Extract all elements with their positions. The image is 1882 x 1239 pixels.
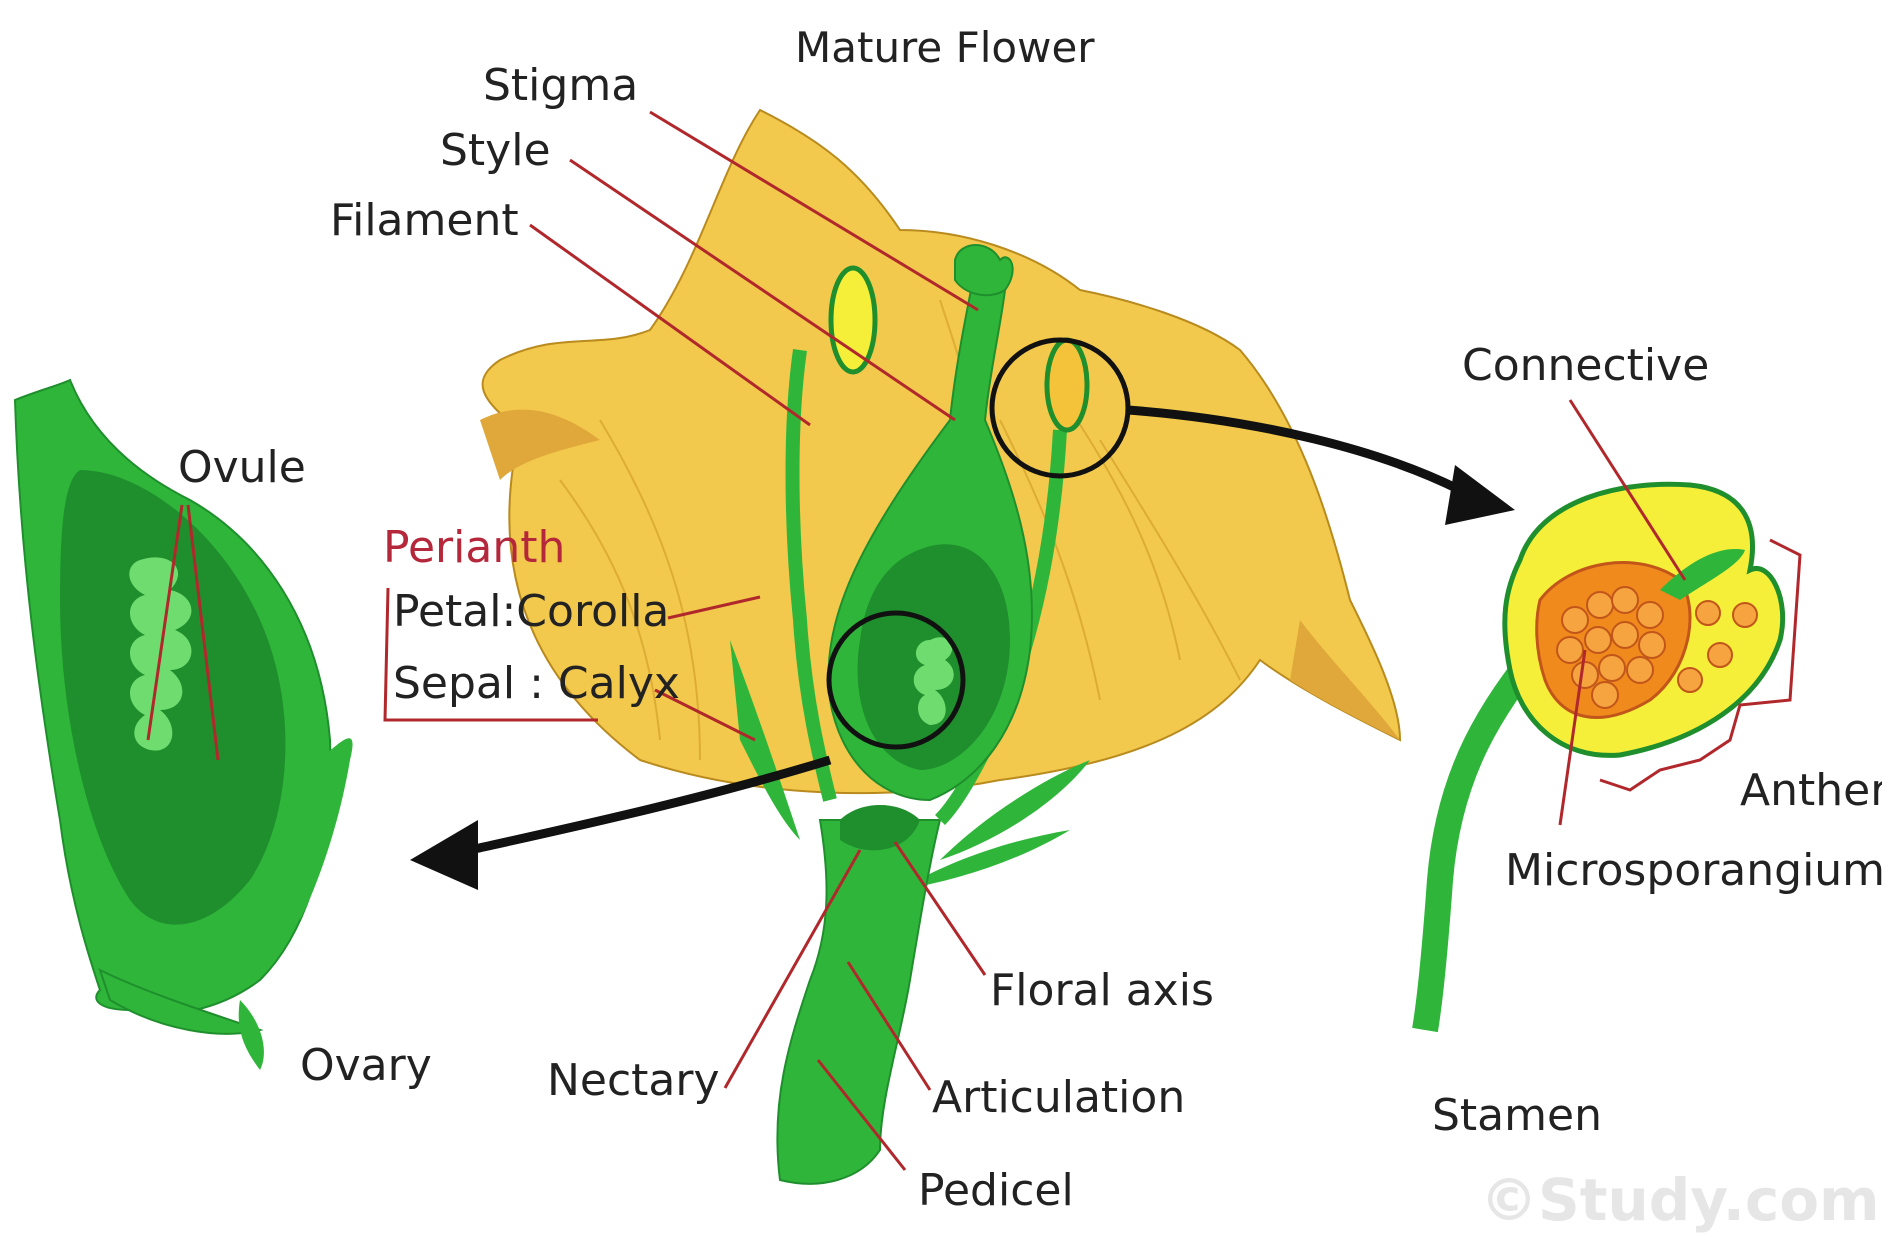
mature-flower-illustration (480, 110, 1400, 1184)
watermark: ©Study.com (1480, 1166, 1880, 1234)
label-filament: Filament (330, 195, 519, 246)
label-stigma: Stigma (483, 60, 638, 111)
label-style: Style (440, 125, 551, 176)
label-microsporangium: Microsporangium (1505, 845, 1882, 896)
label-pedicel: Pedicel (918, 1165, 1074, 1216)
right-anther (1047, 340, 1087, 430)
arrow-to-stamen-head (1445, 465, 1515, 525)
label-sepal-calyx: Sepal : Calyx (393, 658, 680, 709)
label-anther: Anther (1740, 765, 1882, 816)
arrow-to-ovary-head (410, 820, 478, 890)
label-articulation: Articulation (932, 1072, 1185, 1123)
label-nectary: Nectary (547, 1055, 720, 1106)
label-perianth: Perianth (383, 522, 565, 573)
label-floral-axis: Floral axis (990, 965, 1214, 1016)
diagram-title: Mature Flower (795, 23, 1095, 72)
label-stamen: Stamen (1432, 1090, 1602, 1141)
label-ovule: Ovule (178, 442, 306, 493)
label-ovary: Ovary (300, 1040, 432, 1091)
stamen-detail (1425, 484, 1800, 1030)
label-connective: Connective (1462, 340, 1709, 391)
left-anther (831, 268, 875, 372)
label-petal-corolla: Petal:Corolla (393, 586, 669, 637)
ovary-base-stalk (239, 1000, 264, 1070)
